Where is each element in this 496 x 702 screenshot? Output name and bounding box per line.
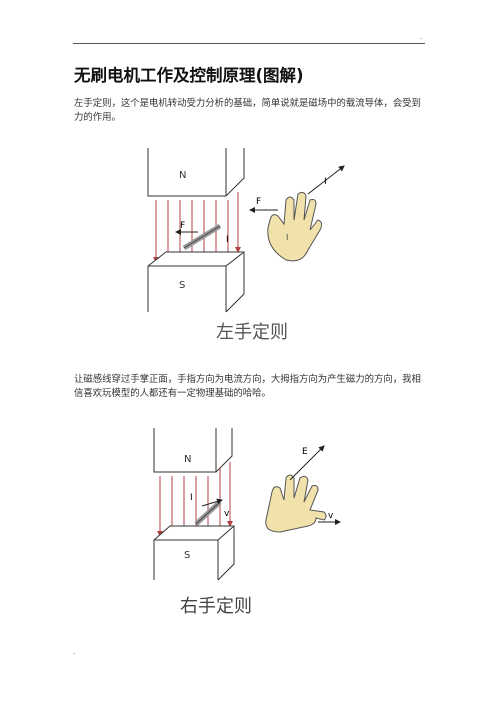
north-label: N <box>184 454 191 465</box>
right-hand-illustration <box>265 474 327 533</box>
north-pole-block <box>147 148 245 197</box>
velocity-arrow <box>201 498 223 507</box>
footer-mark: . <box>73 648 76 656</box>
emf-arrow <box>289 445 325 481</box>
velocity-label: v <box>224 509 230 519</box>
magnetic-field-lines <box>153 192 241 263</box>
header-mark: . <box>420 33 423 41</box>
magnetic-field-lines <box>157 462 233 537</box>
left-hand-illustration <box>267 191 323 262</box>
emf-label: E <box>302 447 308 457</box>
paragraph-left-hand-explanation: 让磁感线穿过手掌正面，手指方向为电流方向，大拇指方向为产生磁力的方向，我相信喜欢… <box>74 374 421 399</box>
hand-current-label: I <box>286 233 288 242</box>
current-label: I <box>190 493 193 503</box>
force-label: F <box>180 221 185 231</box>
hand-current-top-label: I <box>324 177 327 187</box>
hand-force-label: F <box>256 197 261 207</box>
left-hand-rule-figure: N F I S I I F 左手定则 <box>140 148 360 353</box>
south-pole-block <box>147 251 245 313</box>
south-pole-block <box>153 525 235 581</box>
south-label: S <box>184 550 190 561</box>
north-pole-block <box>153 428 233 473</box>
conductor-rod <box>182 223 222 251</box>
hand-current-arrow <box>307 165 345 195</box>
paragraph-left-hand-intro: 左手定则，这个是电机转动受力分析的基础，简单说就是磁场中的载流导体，会受到力的作… <box>74 98 421 123</box>
conductor-rod <box>194 500 222 526</box>
page-title: 无刷电机工作及控制原理(图解) <box>74 66 304 85</box>
south-label: S <box>179 280 185 291</box>
left-hand-rule-caption: 左手定则 <box>216 322 288 343</box>
right-hand-rule-caption: 右手定则 <box>180 596 252 617</box>
right-hand-rule-figure: N I v S E v 右手定则 <box>140 428 360 623</box>
header-rule <box>73 43 425 44</box>
north-label: N <box>179 170 186 181</box>
hand-velocity-label: v <box>328 511 334 521</box>
current-label: I <box>226 235 229 245</box>
